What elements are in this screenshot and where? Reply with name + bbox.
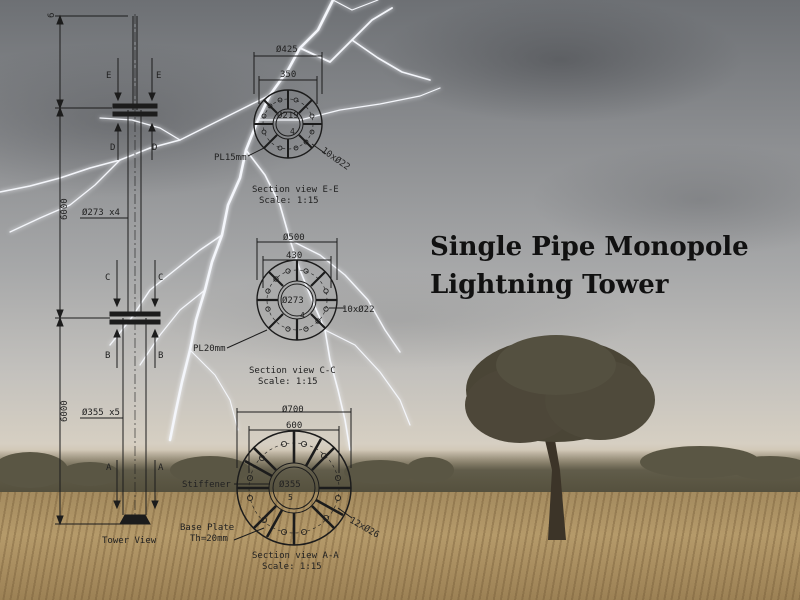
crop-field [0,492,800,600]
aa-outer-dia: Ø700 [282,404,304,415]
ee-bolt-circle: 350 [280,70,296,80]
lower-height-dim: 6000 [60,400,70,422]
aa-scale: Scale: 1:15 [262,562,322,572]
tower-view-caption: Tower View [102,536,157,546]
cc-outer-dia: Ø500 [283,232,305,243]
title-line-1: Single Pipe Monopole [430,232,749,262]
ee-outer-dia: Ø425 [276,44,298,55]
cc-plate: PL20mm [193,344,226,354]
cut-c-right: C [158,273,163,283]
aa-name: Section view A-A [252,551,339,561]
ee-name: Section view E-E [252,185,339,195]
tower-top-dim: 6 [47,13,57,18]
cut-a-left: A [106,463,112,473]
aa-base-plate: Base Plate [180,523,234,533]
aa-thk: 5 [288,493,293,502]
cut-b-right: B [158,351,163,361]
cc-pipe: Ø273 [282,295,304,306]
ee-thk: 4 [290,127,295,136]
cc-name: Section view C-C [249,366,336,376]
upper-height-dim: 6000 [60,198,70,220]
page-title: Single Pipe Monopole Lightning Tower [430,228,760,304]
cc-bolts: 10xØ22 [342,304,375,315]
section-ee-drawing [247,52,327,159]
cc-scale: Scale: 1:15 [258,377,318,387]
cut-a-right: A [158,463,164,473]
aa-pipe: Ø355 [279,479,301,490]
upper-pipe-label: Ø273 x4 [82,207,120,218]
ee-bolts: 10xØ22 [319,145,352,173]
aa-bolt-circle: 600 [286,421,302,431]
cut-b-left: B [105,351,110,361]
cut-d-left: D [110,143,115,153]
ee-scale: Scale: 1:15 [259,196,319,206]
cc-thk: 4 [300,311,305,320]
section-cc-drawing [226,238,345,349]
tower-elevation [55,14,161,526]
ee-pipe: Ø219 [277,110,299,121]
ee-plate: PL15mm [214,153,247,163]
cut-e-left: E [106,71,111,81]
distant-trees [0,446,800,488]
cut-d-right: D [152,143,157,153]
cut-e-right: E [156,71,161,81]
oak-tree [465,335,655,540]
aa-bolts: 12xØ26 [348,515,382,541]
cut-c-left: C [105,273,110,283]
aa-base-plate-thk: Th=20mm [190,534,228,544]
aa-stiffener: Stiffener [182,480,231,490]
title-line-2: Lightning Tower [430,270,669,300]
lower-pipe-label: Ø355 x5 [82,407,120,418]
cc-bolt-circle: 430 [286,251,302,261]
section-aa-drawing [233,408,353,546]
